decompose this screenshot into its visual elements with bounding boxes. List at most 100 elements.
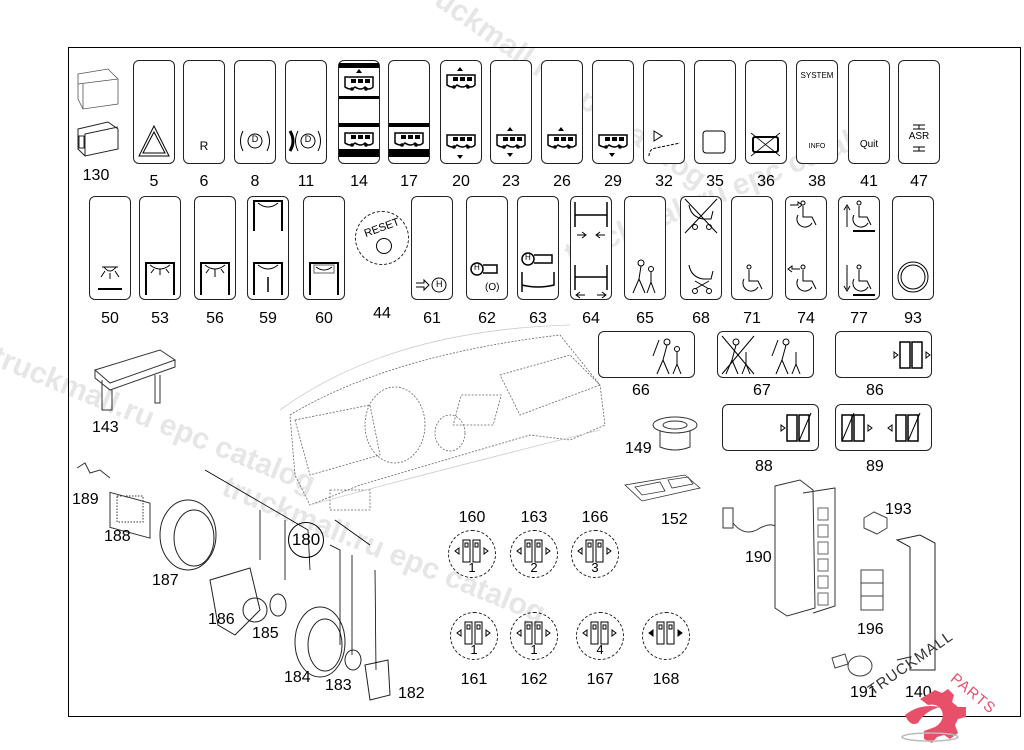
part-label-38[interactable]: 38	[808, 173, 826, 190]
switch-74[interactable]	[785, 196, 827, 300]
switch-93[interactable]	[892, 196, 934, 300]
switch-89[interactable]	[835, 404, 932, 451]
switch-88[interactable]	[722, 404, 819, 451]
part-label-61[interactable]: 61	[423, 310, 441, 327]
part-label-166[interactable]: 166	[581, 509, 609, 526]
part-label-130[interactable]: 130	[82, 167, 110, 184]
part-label-93[interactable]: 93	[904, 310, 922, 327]
part-label-35[interactable]: 35	[706, 173, 724, 190]
part-label-11[interactable]: 11	[297, 173, 315, 190]
part-label-20[interactable]: 20	[452, 173, 470, 190]
part-label-63[interactable]: 63	[529, 310, 547, 327]
part-label-6[interactable]: 6	[199, 173, 209, 190]
switch-53[interactable]	[139, 196, 181, 300]
part-label-191[interactable]: 191	[850, 684, 877, 701]
switch-41[interactable]: Quit	[848, 60, 890, 164]
part-label-167[interactable]: 167	[586, 671, 614, 688]
part-label-66[interactable]: 66	[632, 382, 650, 399]
part-label-187[interactable]: 187	[152, 572, 179, 589]
part-label-59[interactable]: 59	[259, 310, 277, 327]
switch-20[interactable]	[440, 60, 482, 164]
part-label-5[interactable]: 5	[149, 173, 159, 190]
switch-71[interactable]	[731, 196, 773, 300]
switch-56[interactable]	[194, 196, 236, 300]
part-label-56[interactable]: 56	[206, 310, 224, 327]
part-label-193[interactable]: 193	[885, 501, 912, 518]
door-knob-161[interactable]: 1	[450, 612, 498, 660]
part-label-65[interactable]: 65	[636, 310, 654, 327]
door-knob-168[interactable]	[642, 612, 690, 660]
switch-8[interactable]: D	[234, 60, 276, 164]
part-label-188[interactable]: 188	[104, 528, 131, 545]
reset-knob[interactable]: RESET	[355, 211, 409, 265]
switch-50[interactable]	[89, 196, 131, 300]
switch-77[interactable]	[838, 196, 880, 300]
part-label-89[interactable]: 89	[866, 458, 884, 475]
switch-23[interactable]	[490, 60, 532, 164]
callout-180[interactable]: 180	[288, 522, 324, 558]
switch-17[interactable]	[388, 60, 430, 164]
door-knob-163[interactable]: 2	[510, 530, 558, 578]
part-label-152[interactable]: 152	[661, 511, 688, 528]
switch-62[interactable]: H(O)	[466, 196, 508, 300]
part-label-196[interactable]: 196	[857, 621, 884, 638]
part-label-77[interactable]: 77	[850, 310, 868, 327]
part-label-183[interactable]: 183	[325, 677, 352, 694]
part-label-163[interactable]: 163	[520, 509, 548, 526]
switch-63[interactable]: H	[517, 196, 559, 300]
part-label-32[interactable]: 32	[655, 173, 673, 190]
switch-26[interactable]	[541, 60, 583, 164]
part-label-86[interactable]: 86	[866, 382, 884, 399]
switch-59[interactable]	[247, 196, 289, 300]
switch-64[interactable]	[570, 196, 612, 300]
part-label-17[interactable]: 17	[400, 173, 418, 190]
switch-32[interactable]	[643, 60, 685, 164]
part-label-23[interactable]: 23	[502, 173, 520, 190]
switch-11[interactable]: D	[285, 60, 327, 164]
door-knob-166[interactable]: 3	[571, 530, 619, 578]
switch-5[interactable]	[133, 60, 175, 164]
part-label-67[interactable]: 67	[753, 382, 771, 399]
part-label-190[interactable]: 190	[745, 549, 772, 566]
part-label-71[interactable]: 71	[743, 310, 761, 327]
part-label-29[interactable]: 29	[604, 173, 622, 190]
door-knob-167[interactable]: 4	[576, 612, 624, 660]
part-label-162[interactable]: 162	[520, 671, 548, 688]
part-label-88[interactable]: 88	[755, 458, 773, 475]
part-label-161[interactable]: 161	[460, 671, 488, 688]
part-label-41[interactable]: 41	[860, 173, 878, 190]
part-label-149[interactable]: 149	[625, 440, 652, 457]
door-knob-160[interactable]: 1	[448, 530, 496, 578]
switch-66[interactable]	[598, 331, 695, 378]
part-label-14[interactable]: 14	[350, 173, 368, 190]
switch-14[interactable]	[338, 60, 380, 164]
switch-61[interactable]: H	[411, 196, 453, 300]
part-label-26[interactable]: 26	[553, 173, 571, 190]
part-label-50[interactable]: 50	[101, 310, 119, 327]
switch-6[interactable]: R	[183, 60, 225, 164]
part-label-182[interactable]: 182	[398, 685, 425, 702]
switch-36[interactable]	[745, 60, 787, 164]
switch-68[interactable]	[680, 196, 722, 300]
part-label-36[interactable]: 36	[757, 173, 775, 190]
switch-47[interactable]: ASR	[898, 60, 940, 164]
switch-35[interactable]	[694, 60, 736, 164]
part-label-186[interactable]: 186	[208, 611, 235, 628]
switch-67[interactable]	[717, 331, 814, 378]
part-label-44[interactable]: 44	[373, 305, 391, 322]
part-label-143[interactable]: 143	[92, 419, 119, 436]
part-label-184[interactable]: 184	[284, 669, 311, 686]
part-label-53[interactable]: 53	[151, 310, 169, 327]
part-label-64[interactable]: 64	[582, 310, 600, 327]
part-label-62[interactable]: 62	[478, 310, 496, 327]
part-label-168[interactable]: 168	[652, 671, 680, 688]
part-label-60[interactable]: 60	[315, 310, 333, 327]
switch-86[interactable]	[835, 331, 932, 378]
part-label-8[interactable]: 8	[250, 173, 260, 190]
part-label-160[interactable]: 160	[458, 509, 486, 526]
part-label-68[interactable]: 68	[692, 310, 710, 327]
switch-29[interactable]	[592, 60, 634, 164]
part-label-74[interactable]: 74	[797, 310, 815, 327]
part-label-47[interactable]: 47	[910, 173, 928, 190]
